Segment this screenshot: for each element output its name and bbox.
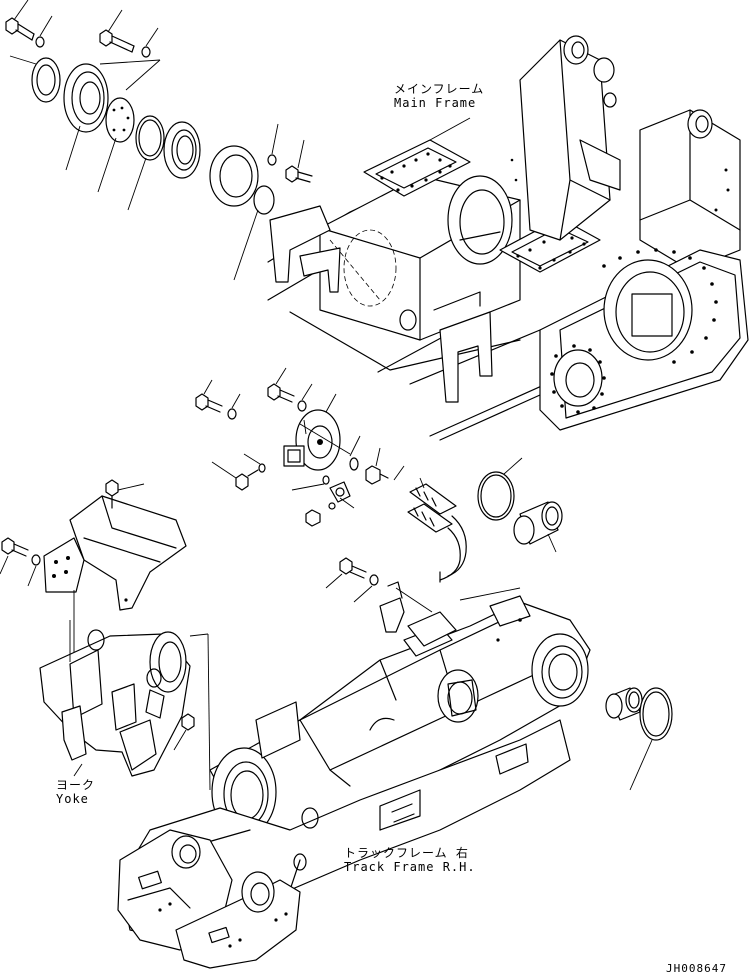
track-frame-label-jp: トラックフレーム 右 [344,846,469,860]
bolt-part [267,383,295,403]
sensor-cable-part [407,483,467,583]
main-frame-label-jp: メインフレーム [394,82,485,96]
bushing-part [605,687,643,721]
washer-part [35,36,45,48]
seal-ring-part [31,57,61,103]
track-frame-label: トラックフレーム 右 Track Frame R.H. [344,846,476,874]
o-ring-part [639,687,673,741]
leader-lines [203,367,557,553]
main-frame-label: メインフレーム Main Frame [394,82,484,110]
plug-part [365,465,389,485]
bolt-part [339,557,367,579]
leader-lines [9,0,305,281]
bolt-part [195,393,223,413]
o-ring-part [253,185,275,215]
bearing-cover-part [63,63,109,133]
bolt-part [1,537,29,557]
bolt-part [235,469,259,491]
assembly-guide-line [299,423,351,455]
bearing-part [163,121,201,179]
washer-part [258,463,266,473]
washer-part [227,408,237,420]
toothed-plate-part [105,97,135,143]
main-frame-part [267,35,749,441]
yoke-label-jp: ヨーク [56,778,96,792]
washer-part [297,400,307,412]
yoke-label: ヨーク Yoke [56,778,95,806]
bolt-part [181,713,195,731]
retainer-plate-part [209,145,259,207]
bolt-part [99,29,135,53]
guard-cover-part [0,479,187,660]
yoke-label-en: Yoke [56,792,89,806]
washer-part [267,154,277,166]
bolt-part [5,17,35,41]
o-ring-part [135,115,165,161]
main-frame-label-en: Main Frame [394,96,477,110]
drawing-code: JH008647 [666,962,727,975]
bolt-part [285,165,313,183]
yoke-part [39,629,195,777]
bolt-part [105,479,119,509]
bushing-part [513,501,563,545]
sensor-pin-assembly [195,367,563,583]
o-ring-part [477,471,515,521]
elbow-fitting-part [329,481,351,503]
washer-part [141,46,151,58]
washer-part [369,574,379,586]
nut-part [305,509,321,527]
seal-bearing-stack [5,0,313,281]
washer-part [31,554,41,566]
track-frame-label-en: Track Frame R.H. [344,860,476,874]
track-frame-part [117,557,673,969]
sensor-flange-part [283,409,341,471]
o-ring-part [349,457,359,471]
